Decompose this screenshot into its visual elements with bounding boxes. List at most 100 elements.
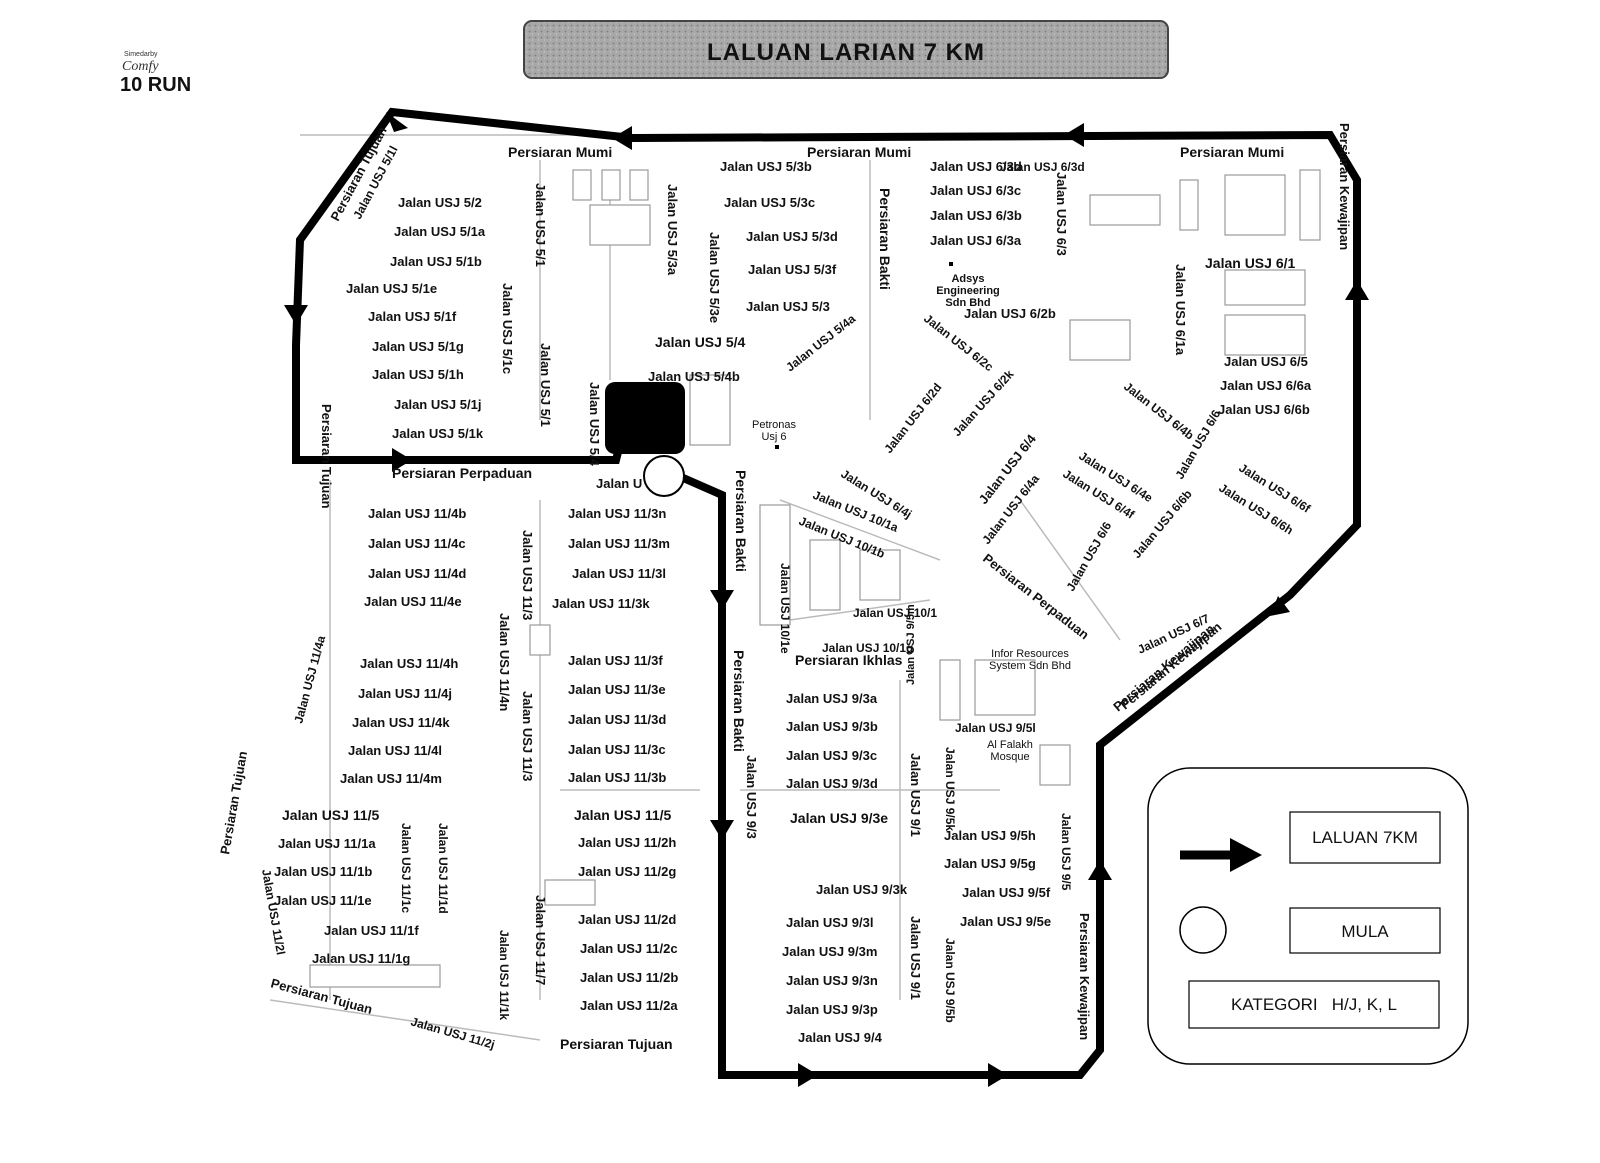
street-label: Jalan USJ 9/5b: [943, 938, 957, 1023]
street-label: Jalan USJ 9/5g: [944, 856, 1036, 871]
street-label: Jalan USJ 11/3m: [568, 536, 670, 551]
street-label: Jalan USJ 9/5l: [955, 721, 1036, 735]
street-label: Jalan USJ 9/3n: [786, 973, 878, 988]
street-label: Jalan USJ 11/4d: [368, 566, 466, 581]
landmark-label: Mosque: [990, 751, 1029, 763]
street-label: Jalan USJ 11/5: [574, 807, 672, 823]
street-label: Jalan USJ 9/3b: [786, 719, 878, 734]
street-label: Persiaran Tujuan: [217, 750, 250, 856]
route-arrow-icon: [284, 305, 308, 325]
street-label: Jalan USJ 9/3p: [786, 1002, 878, 1017]
street-label: Jalan USJ 11/4m: [340, 771, 442, 786]
finish-marker: [605, 382, 685, 454]
street-label: Jalan USJ 5/2: [398, 195, 482, 210]
street-label: Jalan USJ 11/1d: [436, 823, 450, 914]
building-blocks: [309, 169, 1321, 988]
street-label: Jalan USJ 5/3: [746, 299, 830, 314]
street-label: Jalan USJ 5/1: [533, 183, 548, 267]
route-arrow-icon: [798, 1063, 818, 1087]
street-label: Jalan USJ 6/5: [1224, 354, 1308, 369]
street-label: Jalan USJ 6/3b: [930, 208, 1022, 223]
street-label: Jalan USJ 11/3f: [568, 653, 663, 668]
landmark-dot-icon: [949, 262, 953, 266]
street-label: Jalan USJ 5/1a: [394, 224, 486, 239]
street-label: Jalan USJ 6/2k: [950, 367, 1017, 439]
street-label: Jalan USJ 11/1g: [312, 951, 410, 966]
landmark-label: Engineering: [936, 285, 1000, 297]
street-label: Jalan USJ 6/3d: [1000, 160, 1085, 174]
street-label: Jalan USJ 9/3k: [816, 882, 908, 897]
street-label: Jalan USJ 9/1: [908, 753, 923, 837]
street-label: Jalan USJ 11/2g: [578, 864, 676, 879]
street-label: Jalan USJ 5/1c: [500, 283, 515, 374]
title-banner: LALUAN LARIAN 7 KM: [523, 20, 1169, 79]
street-label: Jalan USJ 11/4j: [358, 686, 452, 701]
landmark-label: Sdn Bhd: [945, 297, 990, 309]
street-label: Jalan USJ 9/1: [908, 916, 923, 1000]
street-label: Jalan USJ 6/6a: [1220, 378, 1312, 393]
route-arrow-icon: [1088, 860, 1112, 880]
street-label: Persiaran Tujuan: [560, 1036, 673, 1052]
landmark-adsys: Adsys Engineering Sdn Bhd: [936, 262, 1000, 309]
street-label: Jalan USJ 11/4e: [364, 594, 462, 609]
landmark-label: Al Falakh: [987, 739, 1033, 751]
street-label: Jalan USJ 11/2l: [259, 868, 288, 956]
street-label: Jalan USJ 11/3n: [568, 506, 666, 521]
street-label: Jalan USJ 11/3l: [572, 566, 666, 581]
street-label: Jalan USJ 11/2b: [580, 970, 678, 985]
event-logo: Simedarby Comfy 10 RUN: [120, 51, 191, 96]
street-label: Jalan USJ 11/3k: [552, 596, 650, 611]
street-label: Jalan USJ 9/3m: [782, 944, 877, 959]
street-label: Jalan USJ 9/3d: [786, 776, 878, 791]
street-label: Jalan USJ 9/5: [1059, 813, 1073, 891]
street-label: Jalan USJ 6/4b: [1121, 379, 1196, 442]
route-arrow-icon: [710, 820, 734, 840]
street-label: Jalan USJ 11/4c: [368, 536, 466, 551]
street-label: Jalan USJ 11/2c: [580, 941, 678, 956]
legend-start-box: [1289, 907, 1441, 954]
street-label: Jalan USJ 6/3a: [930, 233, 1022, 248]
street-label: Jalan USJ 5/3e: [707, 232, 722, 323]
street-label: Jalan USJ 11/5: [282, 807, 380, 823]
running-route: [284, 107, 1369, 1087]
street-label: Jalan USJ 6/3d: [930, 159, 1022, 174]
landmark-petronas: Petronas Usj 6: [752, 419, 797, 449]
street-label: Jalan USJ 9/5f: [962, 885, 1051, 900]
street-label: Persiaran Mumi: [807, 144, 911, 160]
street-label: Jalan USJ 11/1a: [278, 836, 376, 851]
street-label: Jalan USJ 5/4a: [783, 311, 858, 374]
street-label: Jalan USJ 11/3: [520, 530, 535, 620]
street-label: Persiaran Ikhlas: [795, 652, 903, 668]
street-label: Jalan USJ 11/1c: [399, 823, 413, 913]
route-arrow-icon: [392, 448, 412, 472]
legend-arrowhead-icon: [1230, 838, 1262, 872]
street-label: Jalan USJ 5/3c: [724, 195, 815, 210]
street-label: Jalan USJ 5/1e: [346, 281, 437, 296]
street-label: Jalan USJ 9/4: [798, 1030, 883, 1045]
route-arrow-icon: [1064, 123, 1084, 147]
street-label: Jalan USJ 11/2j: [409, 1014, 496, 1051]
street-label: Jalan USJ 6/3c: [930, 183, 1021, 198]
logo-text-top: Simedarby: [124, 51, 158, 58]
street-label: Jalan USJ 11/4h: [360, 656, 458, 671]
street-label: Jalan USJ 10/1g: [822, 641, 913, 655]
landmark-label: Infor Resources: [991, 648, 1069, 660]
street-label: Jalan USJ 9/3: [744, 755, 759, 839]
legend-start-circle-icon: [1179, 906, 1227, 954]
street-label: Jalan USJ 5/1g: [372, 339, 464, 354]
street-label: Jalan USJ 11/4n: [497, 613, 512, 711]
legend-start-label: MULA: [1341, 922, 1389, 941]
street-label: Jalan USJ 9/3e: [790, 810, 888, 826]
street-label: Jalan USJ 9/3c: [786, 748, 877, 763]
street-label: Jalan USJ 11/3e: [568, 682, 666, 697]
legend-route-box: [1289, 811, 1441, 864]
street-label: Jalan USJ 9/5h: [944, 828, 1036, 843]
street-label: Persiaran Mumi: [508, 144, 612, 160]
street-label: Jalan USJ 11/2d: [578, 912, 676, 927]
street-label: Jalan USJ 10/1: [853, 606, 937, 620]
street-label: Persiaran Kewajipan: [1337, 123, 1352, 250]
street-label: Persiaran Perpaduan: [392, 465, 532, 481]
street-label: Persiaran Bakti: [733, 470, 749, 572]
street-label: Jalan USJ 9/5e: [960, 914, 1051, 929]
